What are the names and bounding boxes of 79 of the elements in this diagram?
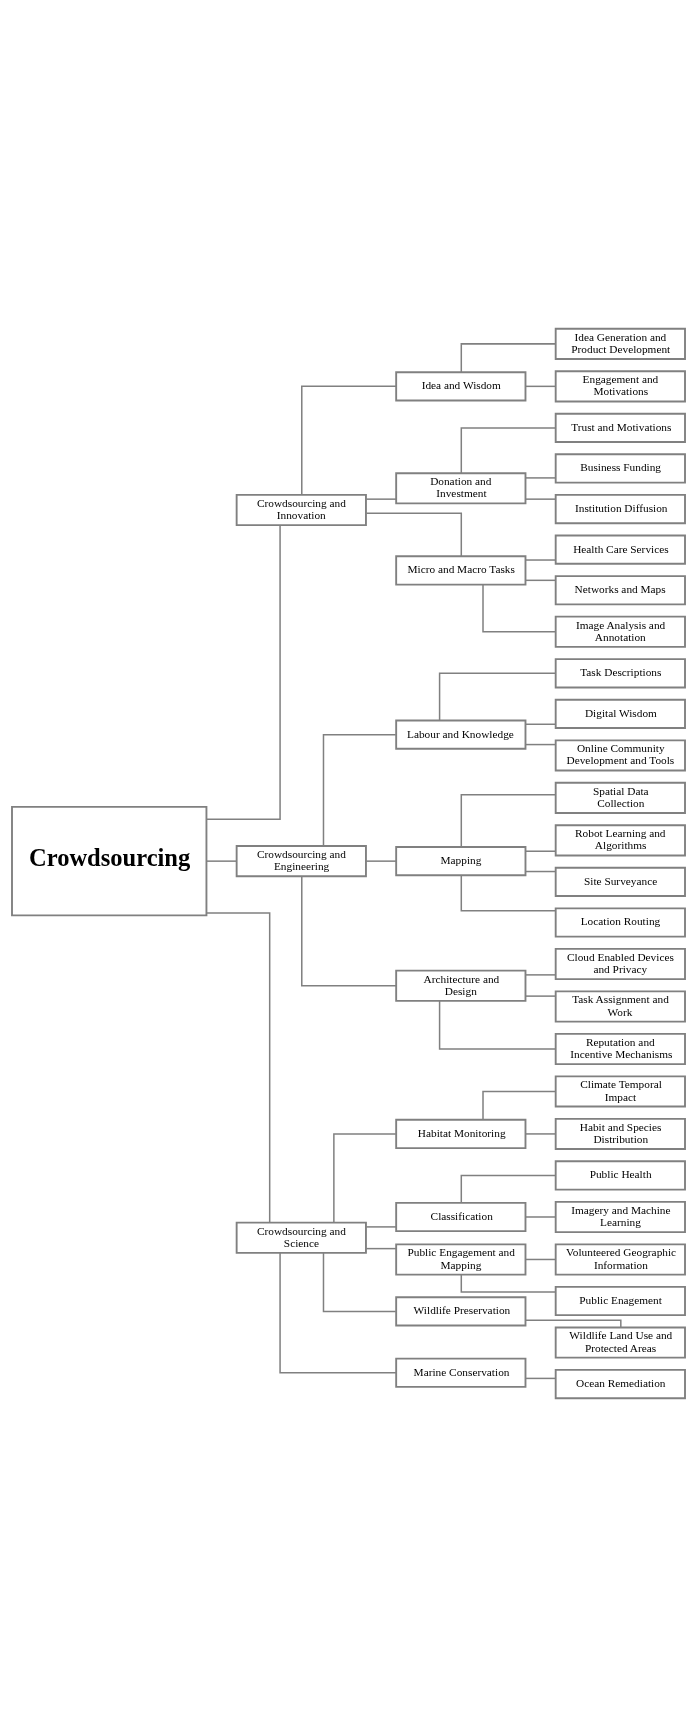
connector <box>524 498 557 500</box>
connector <box>279 1252 397 1374</box>
connector <box>365 498 397 500</box>
connector <box>524 1258 557 1261</box>
connector <box>205 860 238 862</box>
node-box: Climate Temporal Impact <box>554 1075 686 1108</box>
node-box: Volunteered Geographic Information <box>554 1243 686 1276</box>
connector <box>322 733 397 847</box>
connector <box>524 385 557 388</box>
connector <box>524 870 557 873</box>
node-box: Public Enagement <box>554 1285 686 1317</box>
node-box: Mapping <box>395 846 527 877</box>
node-box: Marine Conservation <box>395 1357 527 1388</box>
node-box: Spatial Data Collection <box>554 781 686 814</box>
connector <box>460 794 557 848</box>
node-box: Location Routing <box>554 907 686 938</box>
node-box: Engagement and Motivations <box>554 370 686 403</box>
node-box: Networks and Maps <box>554 575 686 606</box>
node-box: Habitat Monitoring <box>395 1118 527 1150</box>
connector <box>460 874 557 912</box>
node-box: Crowdsourcing and Science <box>235 1221 367 1254</box>
connector <box>205 912 271 1224</box>
connector <box>524 850 557 852</box>
connector <box>438 1000 557 1050</box>
node-box: Ocean Remediation <box>554 1368 686 1400</box>
connector <box>460 343 557 373</box>
connector <box>482 1090 557 1121</box>
connector <box>524 723 557 726</box>
connector <box>322 1252 397 1313</box>
node-box: Online Community Development and Tools <box>554 739 686 772</box>
node-box: Habit and Species Distribution <box>554 1117 686 1150</box>
node-box: Business Funding <box>554 453 686 484</box>
connector <box>524 477 557 479</box>
node-box: Task Assignment and Work <box>554 990 686 1023</box>
node-box: Donation and Investment <box>395 472 527 505</box>
node-box: Institution Diffusion <box>554 493 686 525</box>
node-box: Crowdsourcing and Engineering <box>235 845 367 878</box>
node-box: Micro and Macro Tasks <box>395 555 527 586</box>
connector <box>524 559 557 561</box>
connector <box>365 860 397 862</box>
node-box: Idea and Wisdom <box>395 371 527 402</box>
connector <box>482 583 557 633</box>
node-box: Site Surveyance <box>554 866 686 897</box>
connector <box>524 579 557 582</box>
node-box: Task Descriptions <box>554 658 686 689</box>
connector <box>460 1174 557 1204</box>
node-box: Robot Learning and Algorithms <box>554 824 686 857</box>
connector <box>365 1247 397 1250</box>
node-box: Trust and Motivations <box>554 412 686 443</box>
connector <box>524 974 557 976</box>
connector <box>205 524 281 820</box>
connector <box>524 1216 557 1218</box>
connector <box>524 743 557 746</box>
node-box: Cloud Enabled Devices and Privacy <box>554 947 686 981</box>
connector <box>524 995 557 997</box>
connector <box>301 385 397 496</box>
connector <box>365 1226 397 1228</box>
node-box: Classification <box>395 1201 527 1233</box>
node-box: Idea Generation and Product Development <box>554 327 686 360</box>
node-box: Imagery and Machine Learning <box>554 1200 686 1234</box>
connector <box>438 672 557 722</box>
node-box: Health Care Services <box>554 534 686 565</box>
connector <box>365 512 463 557</box>
connector <box>333 1133 397 1224</box>
node-box: Labour and Knowledge <box>395 719 527 750</box>
node-box: Reputation and Incentive Mechanisms <box>554 1032 686 1066</box>
node-box: Wildlife Land Use and Protected Areas <box>554 1326 686 1359</box>
node-box: Digital Wisdom <box>554 698 686 729</box>
node-box: Public Engagement and Mapping <box>395 1243 527 1276</box>
node-box: Public Health <box>554 1160 686 1191</box>
connector <box>524 1133 557 1135</box>
node-box: Wildlife Preservation <box>395 1296 527 1327</box>
connector <box>524 1377 557 1380</box>
connector <box>301 875 397 987</box>
connector <box>460 427 557 474</box>
node-box: Crowdsourcing <box>11 805 208 917</box>
node-box: Architecture and Design <box>395 969 527 1002</box>
node-box: Crowdsourcing and Innovation <box>235 493 367 527</box>
node-box: Image Analysis and Annotation <box>554 615 686 648</box>
